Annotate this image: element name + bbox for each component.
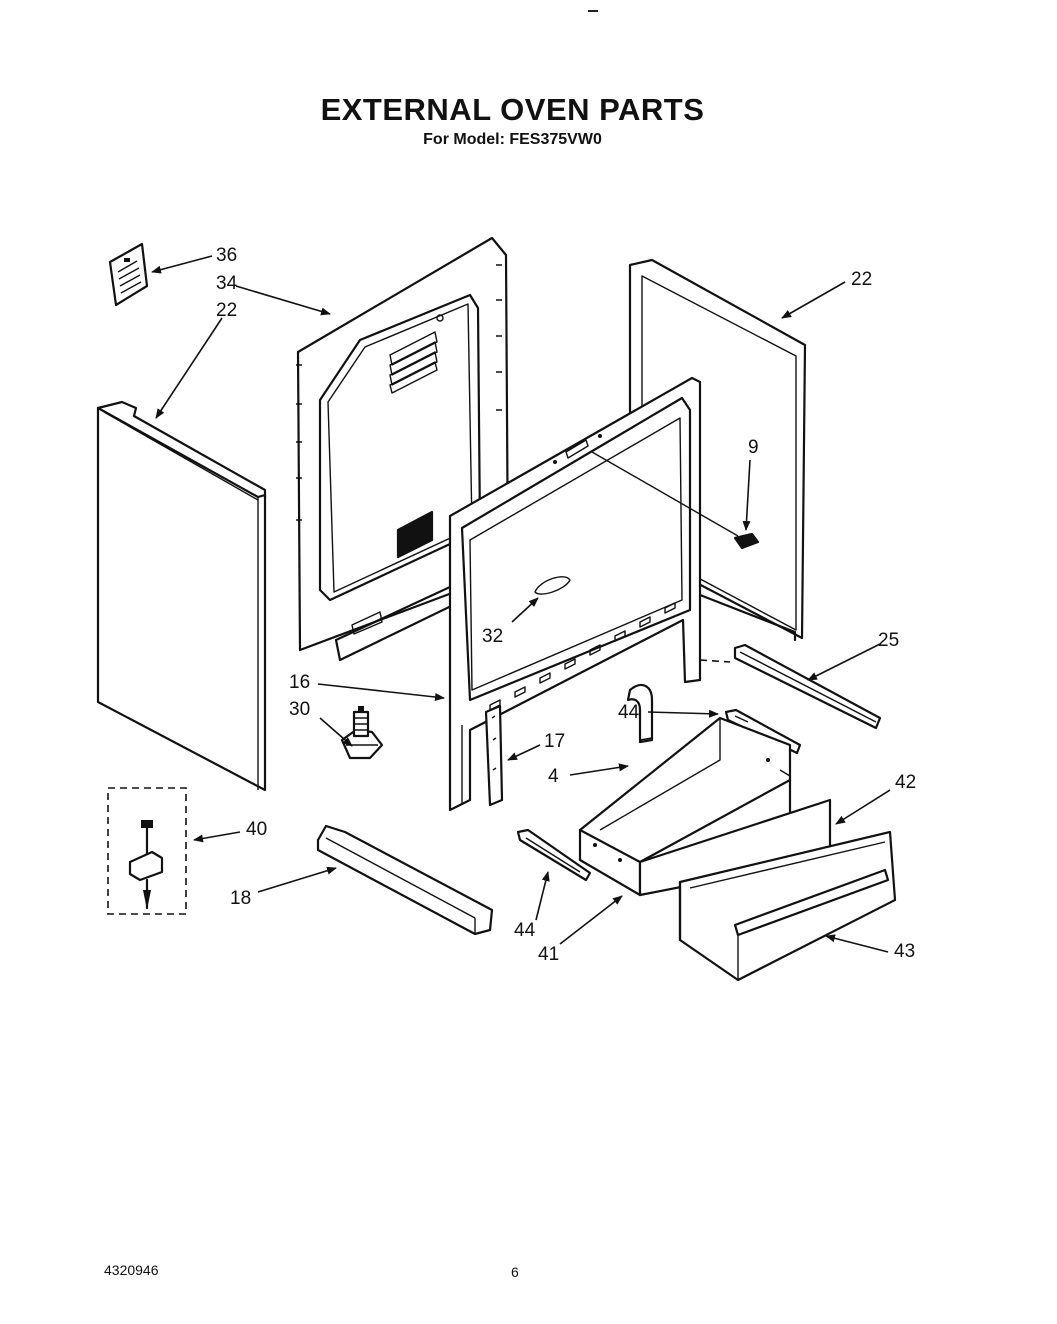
callout-34: 34 (216, 273, 238, 294)
callout-41: 41 (538, 944, 559, 965)
callout-18: 18 (230, 888, 251, 909)
part-25-rail (699, 643, 882, 730)
callout-30: 30 (289, 699, 310, 720)
part-40-hardware-kit (107, 787, 187, 915)
part-18-bottom-rail (316, 824, 494, 936)
part-22-left-side-panel (96, 400, 267, 792)
callout-36: 36 (216, 245, 237, 266)
callout-42: 42 (895, 772, 916, 793)
callout-9: 9 (748, 437, 759, 458)
part-17-hinge-bracket (484, 704, 504, 807)
callout-32: 32 (482, 626, 503, 647)
callout-22-right: 22 (851, 269, 872, 290)
callout-17: 17 (544, 731, 565, 752)
page-title: EXTERNAL OVEN PARTS (320, 92, 705, 127)
vent-louvers (389, 331, 438, 394)
part-43-drawer-front (678, 830, 897, 982)
callout-25: 25 (878, 630, 899, 651)
part-42-drawer-body (578, 716, 832, 897)
callout-numbers: 36 34 22 22 9 32 25 16 30 44 17 4 42 40 … (216, 245, 916, 965)
callout-4: 4 (548, 766, 559, 787)
page-number: 6 (511, 1264, 519, 1280)
leader-lines (151, 255, 891, 953)
callout-43: 43 (894, 941, 915, 962)
part-4-elbow (626, 683, 654, 744)
callout-22-left: 22 (216, 300, 237, 321)
frame-slots (489, 602, 676, 711)
part-44-upper-bracket (724, 708, 802, 755)
callout-44-upper: 44 (618, 702, 640, 723)
part-44-lower-bracket (516, 828, 592, 882)
top-mark (588, 10, 598, 12)
callout-44-lower: 44 (514, 920, 536, 941)
model-line: For Model: FES375VW0 (423, 131, 602, 148)
callout-16: 16 (289, 672, 310, 693)
part-36-label-card (108, 242, 149, 307)
part-16-front-frame (448, 376, 702, 812)
document-number: 4320946 (104, 1262, 159, 1278)
part-9-clip (591, 451, 760, 550)
callout-40: 40 (246, 819, 267, 840)
part-30-leveling-leg (340, 706, 384, 760)
